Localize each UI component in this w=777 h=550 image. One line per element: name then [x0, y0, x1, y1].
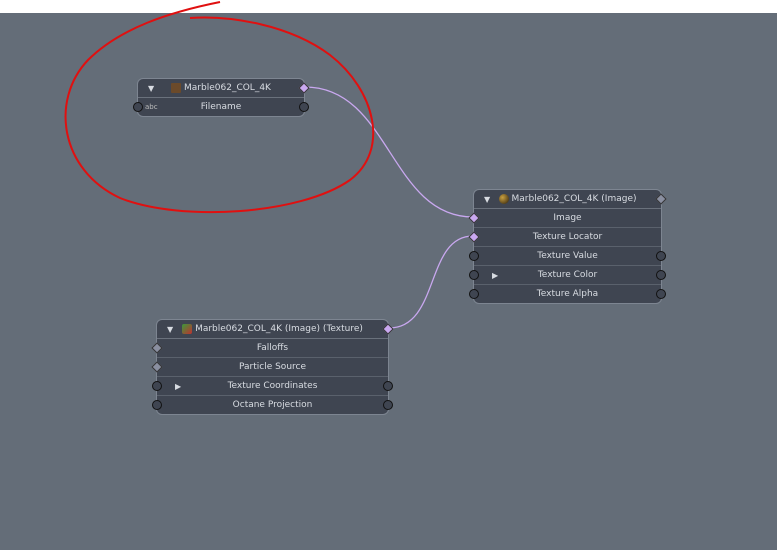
node-row-texture-coordinates[interactable]: ▶ Texture Coordinates	[152, 377, 393, 396]
node-row-texture-alpha[interactable]: Texture Alpha	[469, 285, 666, 303]
string-type-icon: abc	[145, 103, 158, 111]
node-row-particle-source[interactable]: Particle Source	[151, 358, 388, 377]
input-port[interactable]	[133, 102, 143, 112]
row-label: Image	[553, 213, 582, 223]
input-port[interactable]	[469, 270, 479, 280]
output-port[interactable]	[656, 251, 666, 261]
output-port[interactable]	[656, 289, 666, 299]
image-thumbnail-icon	[171, 83, 182, 93]
output-port[interactable]	[656, 270, 666, 280]
node-title: Marble062_COL_4K (Image) (Texture)	[195, 324, 363, 334]
texture-locator-icon	[182, 324, 193, 334]
node-row-falloffs[interactable]: Falloffs	[151, 339, 388, 358]
row-label: Falloffs	[256, 343, 289, 353]
node-row-texture-color[interactable]: ▶ Texture Color	[469, 266, 666, 285]
input-port[interactable]	[469, 251, 479, 261]
expand-arrow-icon[interactable]: ▶	[175, 381, 182, 391]
expand-arrow-icon[interactable]: ▶	[492, 270, 499, 280]
row-label: Octane Projection	[232, 400, 313, 410]
row-label: Texture Coordinates	[227, 381, 318, 391]
collapse-triangle-icon[interactable]: ▼	[148, 83, 155, 93]
image-file-node[interactable]: ▼ Marble062_COL_4K abc Filename	[133, 78, 310, 117]
node-row-octane-projection[interactable]: Octane Projection	[152, 396, 393, 414]
row-label: Texture Alpha	[536, 289, 599, 299]
node-header[interactable]: ▼ Marble062_COL_4K (Image) (Texture)	[157, 320, 394, 339]
node-row-texture-value[interactable]: Texture Value	[469, 247, 666, 266]
output-port[interactable]	[383, 400, 393, 410]
node-row-texture-locator[interactable]: Texture Locator	[468, 228, 661, 247]
sphere-material-icon	[498, 194, 509, 204]
node-title: Marble062_COL_4K (Image)	[511, 194, 637, 204]
output-port[interactable]	[299, 102, 309, 112]
collapse-triangle-icon[interactable]: ▼	[484, 194, 491, 204]
output-port[interactable]	[383, 381, 393, 391]
row-label: Texture Color	[537, 270, 598, 280]
row-label: Particle Source	[238, 362, 307, 372]
collapse-triangle-icon[interactable]: ▼	[167, 324, 174, 334]
input-port[interactable]	[152, 381, 162, 391]
row-label: Texture Value	[537, 251, 598, 261]
node-title: Marble062_COL_4K	[184, 83, 271, 93]
image-node[interactable]: ▼ Marble062_COL_4K (Image) Image Texture…	[468, 189, 667, 304]
node-row-filename[interactable]: abc Filename	[133, 98, 309, 116]
node-header[interactable]: ▼ Marble062_COL_4K	[138, 79, 310, 98]
row-label: Texture Locator	[532, 232, 603, 242]
node-row-image[interactable]: Image	[468, 209, 661, 228]
row-label: Filename	[200, 102, 242, 112]
input-port[interactable]	[152, 400, 162, 410]
input-port[interactable]	[469, 289, 479, 299]
texture-node[interactable]: ▼ Marble062_COL_4K (Image) (Texture) Fal…	[151, 319, 394, 415]
node-header[interactable]: ▼ Marble062_COL_4K (Image)	[474, 190, 667, 209]
